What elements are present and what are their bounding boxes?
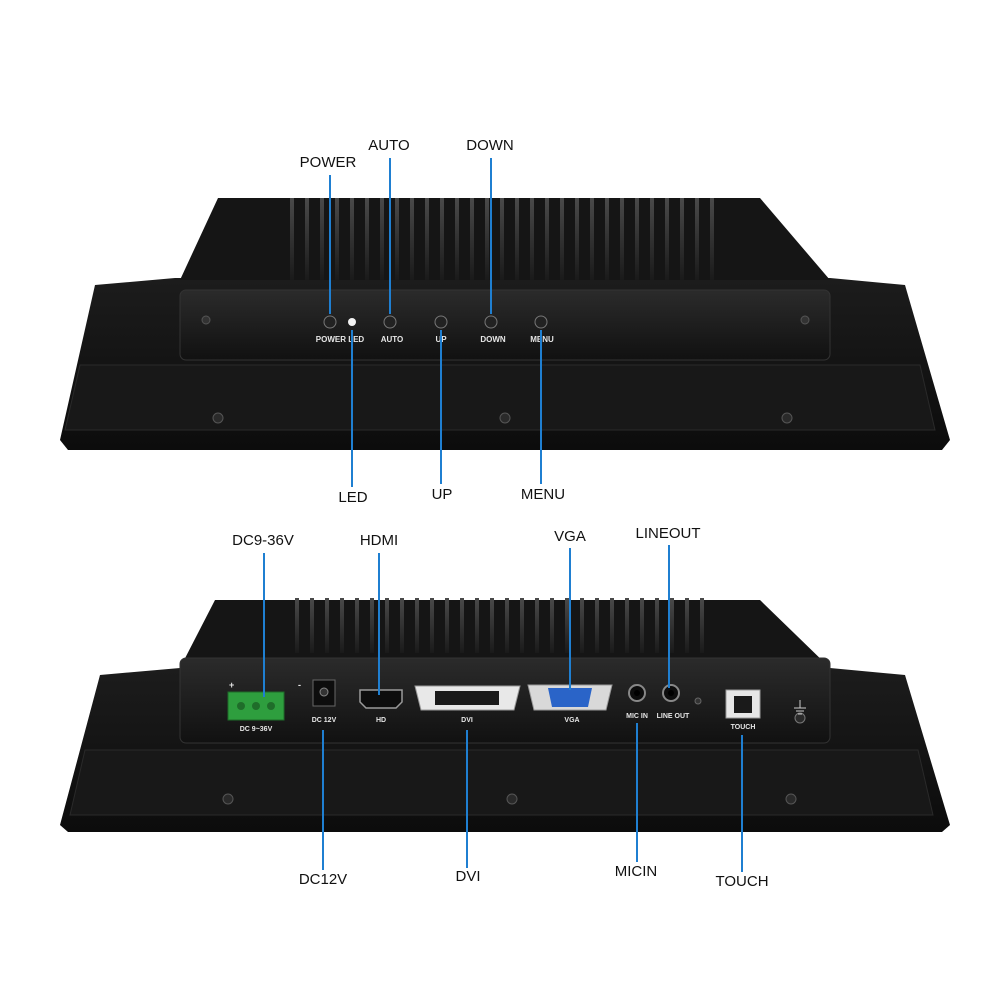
terminal-screw-icon: [252, 702, 260, 710]
callout-dvi: DVI: [455, 868, 481, 885]
jack-hole-icon: [634, 690, 640, 696]
callout-dc-9-36v: DC9-36V: [232, 532, 294, 549]
screw-icon: [499, 412, 511, 424]
screw-icon: [201, 315, 211, 325]
ground-screw-icon: [794, 712, 806, 724]
silk-dvi: DVI: [461, 717, 473, 724]
silk-hd: HD: [376, 717, 386, 724]
callout-lineout: LINEOUT: [635, 525, 701, 542]
screw-icon: [785, 793, 797, 805]
screw-icon: [694, 697, 702, 705]
screw-icon: [212, 412, 224, 424]
top-bezel-face: [64, 364, 936, 431]
silk-power-led: POWER LED: [316, 335, 365, 344]
top-control-panel: [179, 289, 831, 361]
screw-icon: [781, 412, 793, 424]
jack-hole-icon: [668, 690, 674, 696]
callout-up: UP: [431, 486, 453, 503]
bottom-heatsink-fins: [295, 598, 704, 653]
callout-led: LED: [338, 489, 368, 506]
silk-touch: TOUCH: [731, 724, 756, 731]
down-button[interactable]: [484, 315, 498, 329]
silk-plus: +: [229, 680, 234, 690]
top-leader-lines: [329, 158, 542, 487]
dvi-pin-field: [435, 691, 499, 705]
silk-dc-9-36v: DC 9~36V: [240, 726, 273, 733]
top-heatsink-housing: [180, 198, 830, 280]
callout-micin: MICIN: [614, 863, 658, 880]
up-button[interactable]: [434, 315, 448, 329]
silk-mic-in: MIC IN: [626, 713, 648, 720]
silk-minus: -: [298, 680, 301, 690]
top-heatsink-fins: [290, 198, 714, 280]
hdmi-port[interactable]: [359, 689, 403, 709]
callout-menu: MENU: [520, 486, 566, 503]
callout-touch: TOUCH: [715, 873, 769, 890]
silk-vga: VGA: [564, 717, 579, 724]
usb-b-socket-icon: [734, 696, 752, 713]
callout-hdmi: HDMI: [359, 532, 399, 549]
bottom-view-device: + - DC 9~36V DC 12V HD DVI VGA MIC IN LI…: [60, 598, 950, 832]
callout-auto: AUTO: [368, 137, 410, 154]
dc-jack-pin-icon: [319, 687, 329, 697]
vga-connector-face: [548, 688, 592, 707]
auto-button[interactable]: [383, 315, 397, 329]
callout-down: DOWN: [466, 137, 514, 154]
bottom-leader-lines: [263, 545, 743, 872]
silk-dc-12v: DC 12V: [312, 717, 337, 724]
power-button[interactable]: [323, 315, 337, 329]
terminal-screw-icon: [267, 702, 275, 710]
callout-power: POWER: [299, 154, 357, 171]
silk-auto: AUTO: [381, 335, 404, 344]
top-view-device: POWER LED AUTO UP DOWN MENU: [60, 198, 950, 450]
ground-symbol-icon: [794, 700, 806, 715]
terminal-screw-icon: [237, 702, 245, 710]
screw-icon: [222, 793, 234, 805]
callout-vga: VGA: [554, 528, 586, 545]
screw-icon: [506, 793, 518, 805]
bottom-bezel-face: [69, 749, 934, 816]
screw-icon: [800, 315, 810, 325]
menu-button[interactable]: [534, 315, 548, 329]
callout-dc12v: DC12V: [298, 871, 348, 888]
silk-line-out: LINE OUT: [657, 713, 690, 720]
silk-down: DOWN: [480, 335, 506, 344]
power-led-indicator: [348, 318, 356, 326]
silk-menu: MENU: [530, 335, 554, 344]
